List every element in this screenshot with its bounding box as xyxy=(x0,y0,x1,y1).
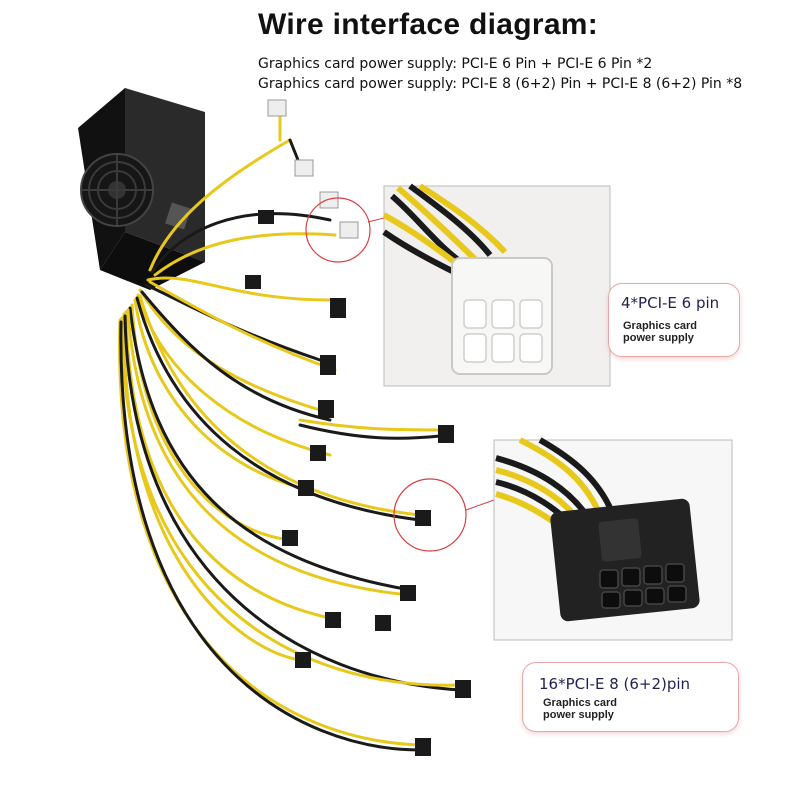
spec-line-6pin: Graphics card power supply: PCI-E 6 Pin … xyxy=(258,56,653,72)
callout-8pin: 16*PCI-E 8 (6+2)pin Graphics card power … xyxy=(522,662,739,732)
callout-6pin-desc: Graphics card power supply xyxy=(623,320,697,344)
fan-grill-icon xyxy=(80,153,154,227)
callout-6pin-desc-line2: power supply xyxy=(623,332,694,344)
page-title: Wire interface diagram: xyxy=(258,8,599,41)
callout-8pin-desc-line1: Graphics card xyxy=(543,697,617,709)
spec-line-8pin: Graphics card power supply: PCI-E 8 (6+2… xyxy=(258,76,743,92)
power-supply-unit xyxy=(78,88,205,290)
callout-8pin-desc: Graphics card power supply xyxy=(543,697,617,721)
highlight-circle-6pin xyxy=(305,197,371,263)
highlight-circle-8pin xyxy=(393,478,467,552)
zoom-box-6pin xyxy=(382,183,611,387)
connectors xyxy=(245,99,471,756)
callout-6pin-title: 4*PCI-E 6 pin xyxy=(621,294,720,312)
wire-bundle xyxy=(118,108,462,752)
zoom-box-8pin xyxy=(493,437,733,641)
callout-8pin-title: 16*PCI-E 8 (6+2)pin xyxy=(539,675,691,693)
callout-6pin-desc-line1: Graphics card xyxy=(623,320,697,332)
callout-6pin: 4*PCI-E 6 pin Graphics card power supply xyxy=(608,283,740,357)
callout-8pin-desc-line2: power supply xyxy=(543,709,614,721)
